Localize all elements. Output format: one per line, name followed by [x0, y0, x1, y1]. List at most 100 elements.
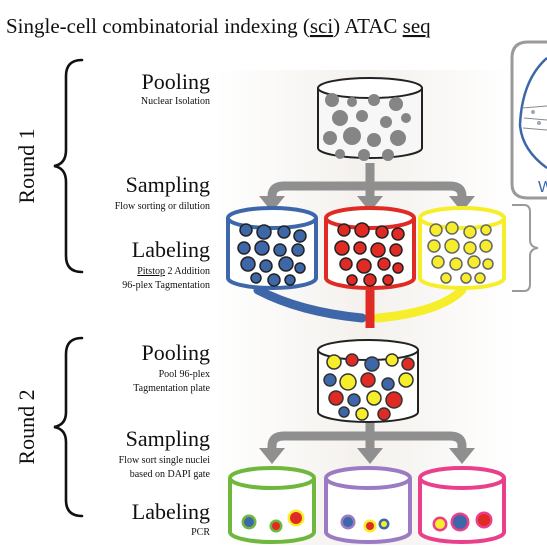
round2-sampling-heading: Sampling [126, 426, 210, 451]
red-labeling-container [324, 206, 416, 290]
nucleus [381, 377, 395, 391]
blue-merge-line [253, 285, 367, 323]
right-circle-partial [518, 57, 547, 170]
arrow-head-0 [259, 196, 285, 212]
pooling-container-round1 [317, 77, 423, 161]
nucleus [290, 512, 302, 524]
addition-word: 2 Addition [165, 266, 210, 277]
nucleus [363, 273, 377, 287]
nucleus [392, 262, 404, 274]
nucleus [368, 94, 380, 106]
nucleus [244, 517, 254, 527]
round2-bracket [53, 336, 84, 518]
arrow-branch [267, 181, 467, 200]
nucleus [294, 262, 306, 274]
nucleus [237, 241, 251, 255]
nucleus [346, 274, 358, 286]
round2-label: Round 2 [14, 389, 39, 464]
nucleus [335, 149, 345, 159]
nucleus [278, 256, 294, 272]
nucleus [366, 390, 382, 406]
nucleus [272, 522, 280, 530]
nucleus [273, 243, 287, 257]
nucleus [467, 255, 481, 269]
nucleus [463, 241, 477, 255]
nucleus [338, 406, 350, 418]
nucleus [277, 225, 291, 239]
arrow-head-2 [449, 448, 475, 464]
nucleus [339, 373, 357, 391]
nucleus [325, 93, 339, 107]
nucleus [370, 242, 386, 258]
blue-labeling-container [226, 206, 318, 290]
right-bracket [512, 204, 539, 292]
nucleus [431, 255, 445, 269]
nucleus [367, 133, 381, 147]
arrow-head-2 [449, 196, 475, 212]
pink-pcr-container [418, 466, 506, 544]
right-partial-text: W [538, 179, 547, 196]
nucleus [284, 274, 296, 286]
nucleus [347, 97, 357, 107]
right-callout-box [510, 40, 547, 200]
nucleus [355, 407, 369, 421]
yellow-labeling-container [418, 206, 506, 290]
nucleus [293, 229, 307, 243]
nucleus [389, 97, 403, 111]
nucleus [382, 274, 394, 286]
round1-sampling-heading: Sampling [126, 172, 210, 197]
nucleus [478, 514, 490, 526]
round1-label: Round 1 [14, 128, 39, 203]
nucleus [474, 272, 486, 284]
nucleus [375, 225, 389, 239]
green-pcr-container-rim [228, 466, 316, 490]
nucleus [356, 258, 372, 274]
nucleus [463, 225, 477, 239]
red-labeling-container-rim [324, 206, 416, 230]
nucleus [334, 240, 350, 256]
nucleus [328, 390, 344, 406]
nucleus [401, 113, 411, 123]
nucleus [354, 222, 370, 238]
diagram-title: Single-cell combinatorial indexing (sci)… [6, 14, 431, 38]
nucleus [353, 241, 367, 255]
nucleus [323, 131, 337, 145]
yellow-labeling-container-body [418, 218, 506, 290]
nucleus [240, 256, 256, 272]
nucleus [254, 240, 270, 256]
yellow-labeling-container-rim [418, 206, 506, 230]
merge-lines [253, 285, 467, 328]
arrow-head-1 [357, 196, 383, 212]
title-part-3: seq [403, 14, 431, 38]
nucleus [343, 127, 361, 145]
round2-labeling-heading: Labeling [132, 499, 210, 524]
green-pcr-container [228, 466, 316, 544]
yellow-merge-line [373, 285, 467, 323]
pitstop-word: Pitstop [137, 266, 165, 277]
nucleus [429, 223, 443, 237]
nucleus [440, 272, 452, 284]
nucleus [380, 116, 392, 128]
nucleus [390, 130, 406, 146]
nucleus [326, 354, 342, 370]
nucleus [345, 353, 359, 367]
nucleus [256, 224, 272, 240]
nucleus [427, 239, 441, 253]
nucleus [385, 391, 403, 409]
nucleus [435, 519, 445, 529]
round1-pooling-heading: Pooling [142, 69, 210, 94]
nucleus [364, 356, 380, 372]
nucleus [356, 110, 368, 122]
arrow-branch [267, 431, 467, 452]
round2-sampling-sub2: based on DAPI gate [130, 469, 211, 480]
blue-labeling-container-rim [226, 206, 318, 230]
round2-sampling-sub1: Flow sort single nuclei [119, 455, 211, 466]
nucleus [366, 522, 374, 530]
nucleus [332, 110, 348, 126]
round1-labeling-heading: Labeling [132, 237, 210, 262]
nucleus [377, 257, 391, 271]
nucleus [391, 227, 405, 241]
round1-bracket [53, 58, 84, 274]
purple-pcr-container [324, 466, 412, 544]
arrow-head-0 [259, 448, 285, 464]
